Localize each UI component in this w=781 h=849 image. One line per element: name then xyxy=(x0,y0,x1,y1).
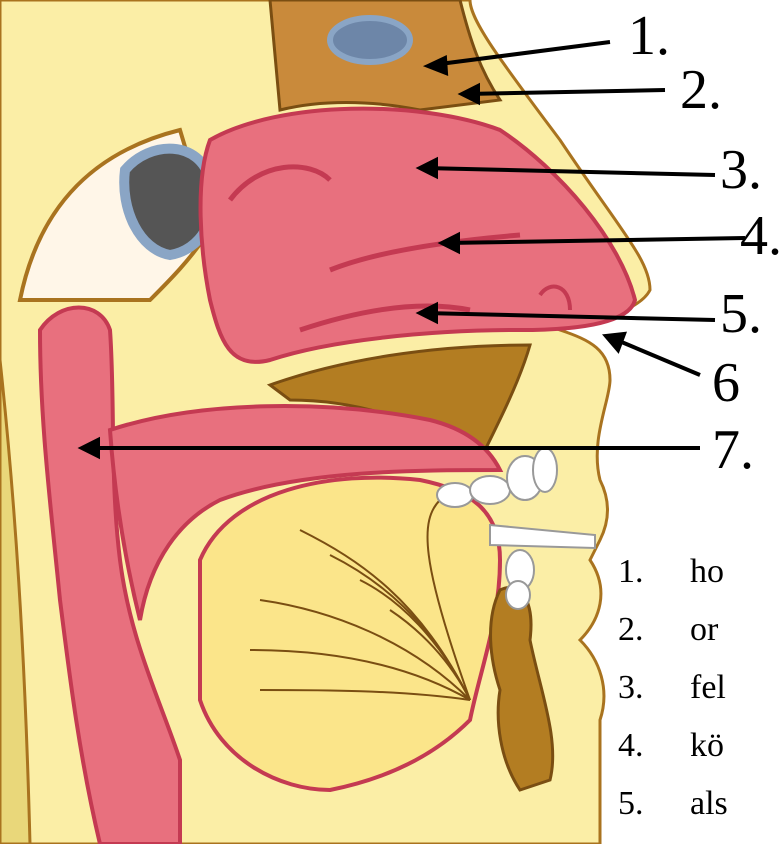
legend-item: 1.ho xyxy=(618,552,724,592)
callout-2: 2. xyxy=(680,62,722,118)
frontal-sinus xyxy=(330,18,410,62)
legend-number: 4. xyxy=(618,726,690,766)
callout-7: 7. xyxy=(712,422,754,478)
legend-text: fel xyxy=(690,668,726,708)
legend-item: 4.kö xyxy=(618,726,724,766)
legend-text: kö xyxy=(690,726,724,766)
callout-5: 5. xyxy=(720,286,762,342)
legend-text: als xyxy=(690,784,728,824)
legend-item: 2.or xyxy=(618,610,718,650)
legend-number: 2. xyxy=(618,610,690,650)
legend-item: 3.fel xyxy=(618,668,726,708)
legend-text: ho xyxy=(690,552,724,592)
callout-6: 6 xyxy=(712,355,740,411)
legend-number: 5. xyxy=(618,784,690,824)
legend-text: or xyxy=(690,610,718,650)
callout-3: 3. xyxy=(720,142,762,198)
legend-number: 1. xyxy=(618,552,690,592)
callout-4: 4. xyxy=(740,208,781,264)
lower-teeth xyxy=(506,550,534,609)
nasal-cavity xyxy=(201,109,635,362)
legend-number: 3. xyxy=(618,668,690,708)
callout-1: 1. xyxy=(628,8,670,64)
arrow-6 xyxy=(612,338,700,375)
legend-item: 5.als xyxy=(618,784,728,824)
